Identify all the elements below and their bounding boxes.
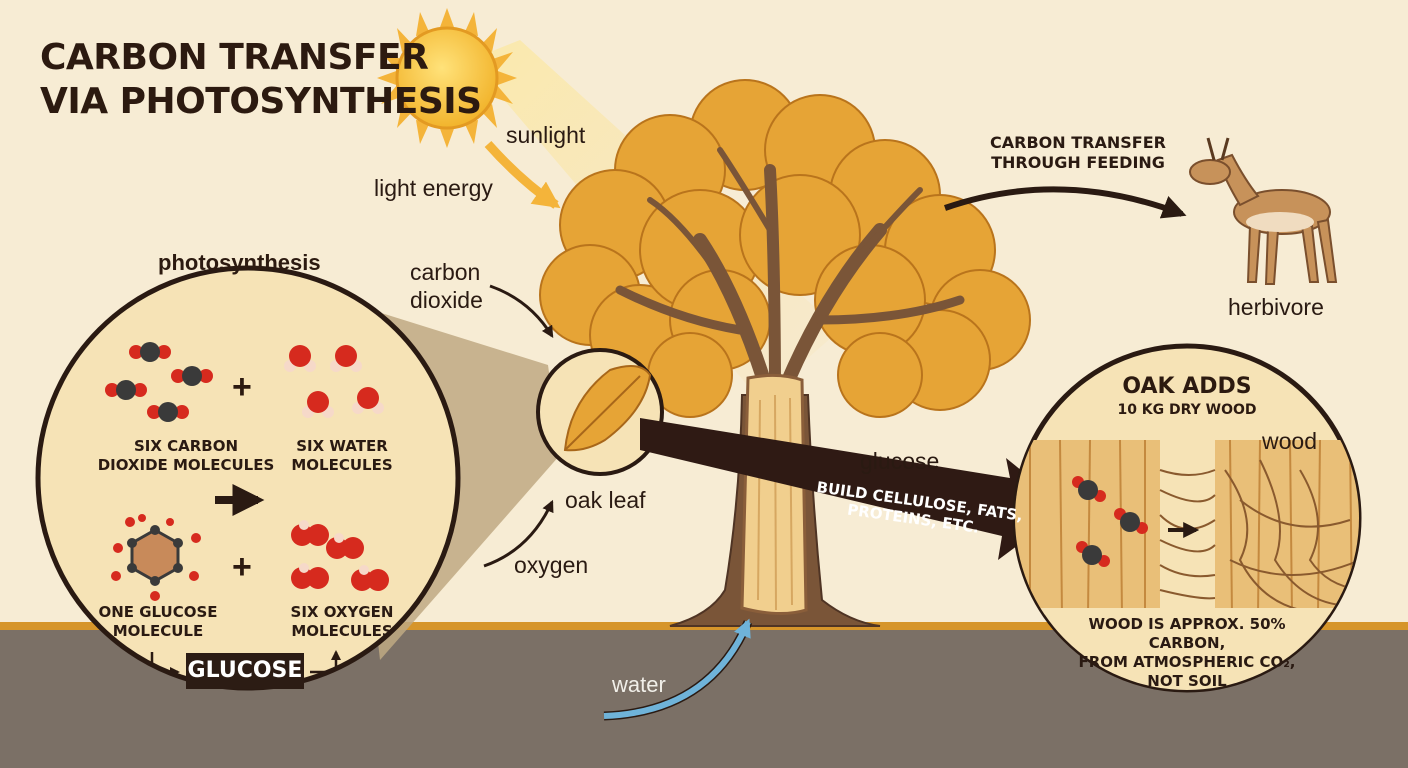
oak-tree <box>539 79 1031 627</box>
water-molecules <box>284 345 384 418</box>
wood-note: WOOD IS APPROX. 50% CARBON, FROM ATMOSPH… <box>1062 615 1312 691</box>
co2-molecules <box>105 342 213 422</box>
glucose-caption: ONE GLUCOSE MOLECULE <box>88 603 228 641</box>
water-caption-line-2: MOLECULES <box>291 456 393 474</box>
wood-heading: OAK ADDS <box>1122 374 1252 399</box>
glucose-caption-line-1: ONE GLUCOSE <box>98 603 218 621</box>
light-energy-arrow <box>484 141 561 209</box>
water-arrow <box>603 618 751 719</box>
sunlight-label: sunlight <box>506 122 586 148</box>
title-line-2: VIA PHOTOSYNTHESIS <box>40 81 482 122</box>
carbon-dioxide-line-2: dioxide <box>410 287 483 313</box>
title-line-1: CARBON TRANSFER <box>40 37 429 78</box>
wood-co2-molecules <box>1072 476 1148 567</box>
wood-note-line-4: NOT SOIL <box>1147 672 1227 690</box>
co2-caption-line-2: DIOXIDE MOLECULES <box>97 456 275 474</box>
co2-caption: SIX CARBON DIOXIDE MOLECULES <box>96 437 276 475</box>
oxygen-arrow <box>483 499 554 568</box>
water-label: water <box>612 672 666 697</box>
light-energy-label: light energy <box>374 175 493 201</box>
wood-subheading: 10 KG DRY WOOD <box>1117 402 1257 418</box>
glucose-label: glucose <box>860 448 940 474</box>
carbon-dioxide-line-1: carbon <box>410 259 481 285</box>
plus-sign-bottom: + <box>232 548 252 586</box>
wood-note-line-2: CARBON, <box>1148 634 1226 652</box>
sun-icon <box>377 8 517 148</box>
photosynthesis-panel <box>35 265 461 691</box>
glucose-arrow <box>640 418 1068 560</box>
feeding-label: CARBON TRANSFER THROUGH FEEDING <box>988 133 1168 173</box>
wood-label: wood <box>1262 428 1317 454</box>
feeding-arrow <box>944 186 1187 219</box>
herbivore-icon <box>1189 137 1338 285</box>
feeding-line-1: CARBON TRANSFER <box>990 133 1166 152</box>
plus-sign-top: + <box>232 368 252 406</box>
wood-note-line-1: WOOD IS APPROX. 50% <box>1088 615 1286 633</box>
glucose-caption-line-2: MOLECULE <box>112 622 204 640</box>
oxygen-caption: SIX OXYGEN MOLECULES <box>282 603 402 641</box>
water-caption-line-1: SIX WATER <box>296 437 388 455</box>
wood-note-line-3: FROM ATMOSPHERIC CO₂, <box>1078 653 1296 671</box>
oak-leaf-zoom <box>536 348 664 476</box>
oxygen-molecules <box>291 520 389 591</box>
page-title: CARBON TRANSFER VIA PHOTOSYNTHESIS <box>40 36 482 124</box>
oak-leaf-label: oak leaf <box>565 487 646 513</box>
wood-panel <box>1012 343 1362 693</box>
glucose-molecule <box>111 514 201 601</box>
carbon-dioxide-label: carbon dioxide <box>410 258 483 314</box>
feeding-line-2: THROUGH FEEDING <box>991 153 1165 172</box>
co2-caption-line-1: SIX CARBON <box>133 437 239 455</box>
herbivore-label: herbivore <box>1228 294 1324 320</box>
co2-arrow <box>489 284 554 339</box>
oxygen-label: oxygen <box>514 552 589 578</box>
water-caption: SIX WATER MOLECULES <box>282 437 402 475</box>
glucose-box: GLUCOSE <box>186 653 304 689</box>
oxygen-caption-line-1: SIX OXYGEN <box>290 603 394 621</box>
oxygen-caption-line-2: MOLECULES <box>291 622 393 640</box>
photosynthesis-heading: photosynthesis <box>158 250 321 275</box>
